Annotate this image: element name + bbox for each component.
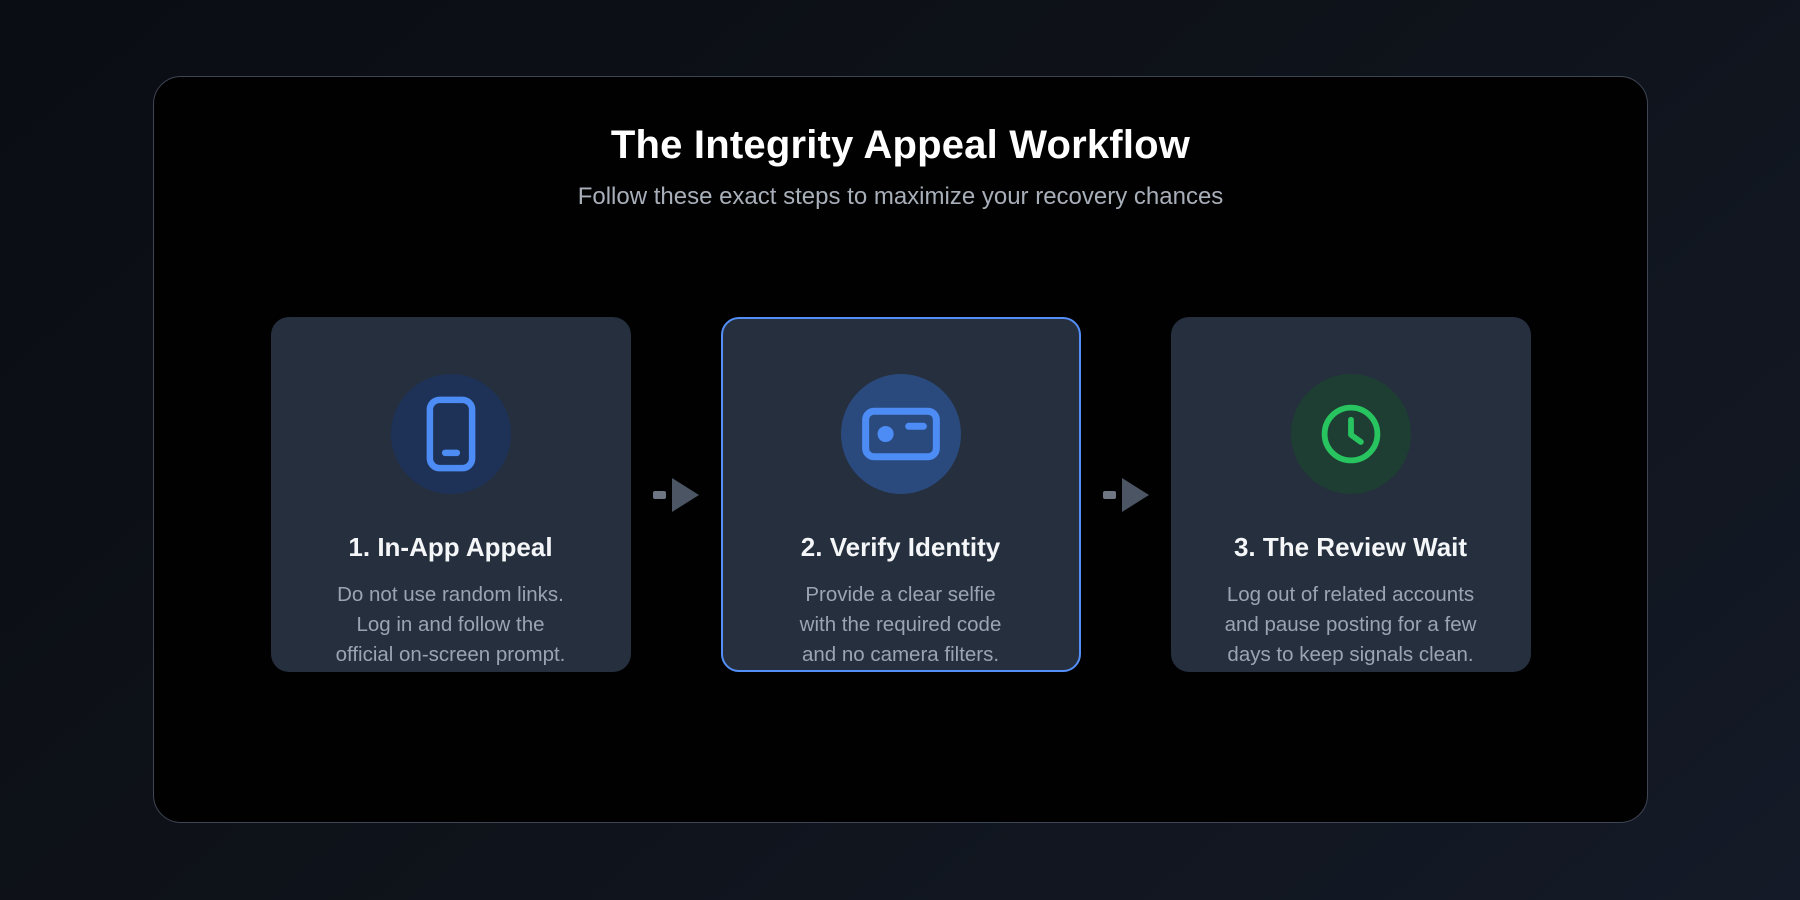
steps-row: 1. In-App Appeal Do not use random links… [154,317,1647,672]
step-description: Do not use random links. Log in and foll… [335,583,566,666]
arrow-right-icon [631,477,721,512]
step-description: Provide a clear selfie with the required… [799,583,1002,666]
arrow-right-icon [1081,477,1171,512]
step-description: Log out of related accounts and pause po… [1224,583,1477,666]
clock-icon [1318,401,1384,467]
smartphone-icon [412,395,490,473]
arrow-triangle [671,477,699,512]
workflow-panel: The Integrity Appeal Workflow Follow the… [153,76,1648,823]
page-subtitle: Follow these exact steps to maximize you… [577,183,1224,210]
step-icon-circle [1290,374,1411,494]
step-icon-circle [390,374,511,494]
step-card-review-wait[interactable]: 3. The Review Wait Log out of related ac… [1170,317,1531,672]
arrow-dash [1102,490,1116,499]
step-card-in-app-appeal[interactable]: 1. In-App Appeal Do not use random links… [270,317,631,672]
step-card-verify-identity[interactable]: 2. Verify Identity Provide a clear selfi… [720,317,1081,672]
step-icon-circle [840,374,961,494]
arrow-triangle [1121,477,1149,512]
step-title: 2. Verify Identity [800,532,1001,562]
step-title: 1. In-App Appeal [348,532,553,562]
id-card-icon [859,392,943,476]
step-title: 3. The Review Wait [1233,532,1468,562]
arrow-dash [652,490,666,499]
page-title: The Integrity Appeal Workflow [610,123,1191,167]
